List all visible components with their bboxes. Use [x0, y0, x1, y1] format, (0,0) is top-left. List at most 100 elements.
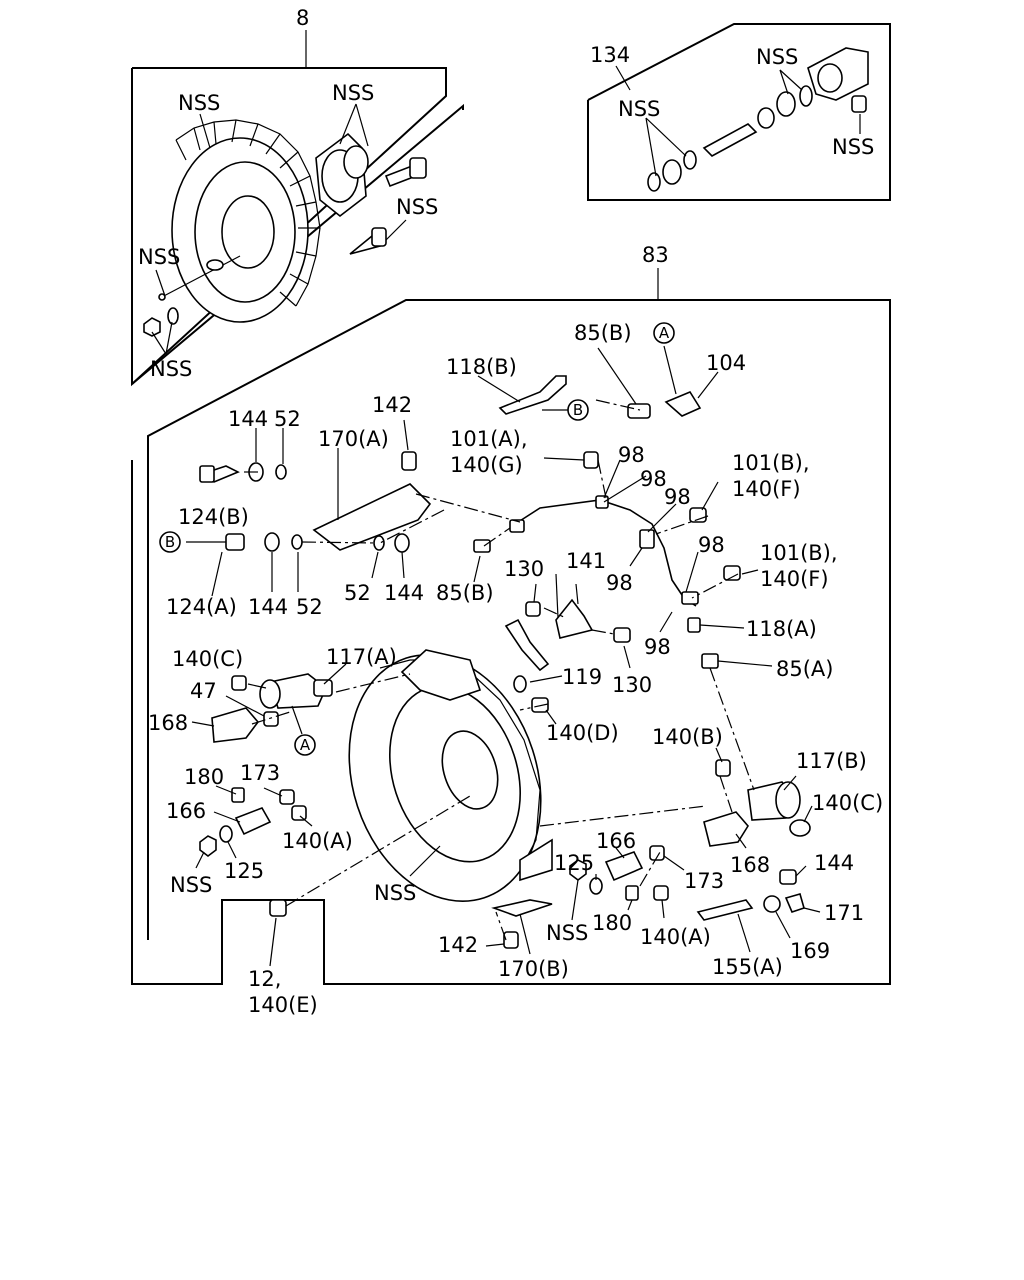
svg-text:12,: 12,	[248, 967, 281, 991]
bolt-47	[263, 711, 279, 727]
svg-text:118(B): 118(B)	[446, 355, 517, 379]
svg-text:140(C): 140(C)	[172, 647, 243, 671]
bolt-142-top	[401, 451, 417, 471]
washer-125-right	[589, 877, 603, 895]
svg-text:85(B): 85(B)	[436, 581, 494, 605]
nut-140c-right	[789, 819, 811, 837]
bracket-141	[555, 598, 594, 639]
leader-lines	[244, 399, 755, 941]
svg-text:52: 52	[274, 407, 301, 431]
nut-fan	[143, 307, 179, 337]
fitting-104	[664, 391, 702, 417]
svg-text:140(F): 140(F)	[732, 477, 801, 501]
svg-text:173: 173	[684, 869, 724, 893]
bolt-101a	[583, 451, 599, 469]
svg-text:NSS: NSS	[150, 357, 192, 381]
svg-text:140(A): 140(A)	[282, 829, 353, 853]
svg-text:141: 141	[566, 549, 606, 573]
svg-text:NSS: NSS	[396, 195, 438, 219]
svg-text:B: B	[573, 401, 583, 419]
pipe-118b	[498, 375, 567, 415]
svg-text:104: 104	[706, 351, 746, 375]
svg-text:101(B),: 101(B),	[760, 541, 838, 565]
svg-text:101(B),: 101(B),	[732, 451, 810, 475]
svg-text:142: 142	[372, 393, 412, 417]
svg-text:A: A	[659, 324, 670, 342]
svg-text:125: 125	[224, 859, 264, 883]
svg-text:130: 130	[504, 557, 544, 581]
svg-text:NSS: NSS	[178, 91, 220, 115]
washer-52-c	[373, 535, 385, 551]
svg-text:130: 130	[612, 673, 652, 697]
sensor-119	[504, 618, 550, 672]
hub-flange	[315, 132, 369, 218]
svg-text:118(A): 118(A)	[746, 617, 817, 641]
svg-text:124(B): 124(B)	[178, 505, 249, 529]
svg-text:98: 98	[644, 635, 671, 659]
svg-text:173: 173	[240, 761, 280, 785]
svg-text:47: 47	[190, 679, 217, 703]
fitting-85a	[701, 653, 719, 669]
bolt-173-right	[649, 845, 665, 861]
bracket-170a	[312, 483, 432, 551]
cover-168-left	[211, 707, 260, 743]
bolt-124b	[199, 465, 240, 483]
fitting-118a	[687, 617, 701, 633]
svg-text:98: 98	[606, 571, 633, 595]
cover-168-right	[703, 811, 749, 847]
svg-text:98: 98	[618, 443, 645, 467]
bolt-fan-2	[349, 227, 387, 255]
svg-text:144: 144	[248, 595, 288, 619]
nut-140c-left	[231, 675, 247, 691]
svg-text:52: 52	[344, 581, 371, 605]
svg-text:171: 171	[824, 901, 864, 925]
washer-125-left	[219, 825, 233, 843]
ref-circle-a-mid: A	[291, 705, 316, 756]
svg-text:52: 52	[296, 595, 323, 619]
svg-text:85(B): 85(B)	[574, 321, 632, 345]
washer-52-b	[291, 534, 303, 550]
label-83: 83	[642, 243, 669, 267]
svg-text:A: A	[300, 736, 311, 754]
label-leaders	[191, 345, 821, 967]
fitting-85b-top	[627, 403, 651, 419]
bolt-130-b	[613, 627, 631, 643]
svg-text:169: 169	[790, 939, 830, 963]
svg-text:117(B): 117(B)	[796, 749, 867, 773]
svg-text:140(A): 140(A)	[640, 925, 711, 949]
bolt-140d	[531, 697, 549, 713]
svg-text:140(E): 140(E)	[248, 993, 318, 1017]
clevis-166-right	[604, 851, 644, 882]
cylinder-117b	[747, 781, 801, 821]
svg-text:140(F): 140(F)	[760, 567, 829, 591]
bolt-140b	[715, 759, 731, 777]
washer-52-a	[275, 464, 287, 480]
part-labels: 8 134 83 NSS NSS NSS NSS NSS NSS NSS NSS…	[138, 6, 883, 1017]
svg-text:155(A): 155(A)	[712, 955, 783, 979]
svg-text:NSS: NSS	[332, 81, 374, 105]
svg-text:124(A): 124(A)	[166, 595, 237, 619]
svg-text:170(B): 170(B)	[498, 957, 569, 981]
svg-text:166: 166	[166, 799, 206, 823]
fitting-171	[784, 893, 805, 913]
shaft-assembly	[647, 47, 869, 192]
flywheel-housing	[348, 649, 553, 902]
label-134: 134	[590, 43, 630, 67]
svg-text:117(A): 117(A)	[326, 645, 397, 669]
svg-text:98: 98	[664, 485, 691, 509]
bolt-130-a	[525, 601, 541, 617]
svg-text:98: 98	[640, 467, 667, 491]
frame-134	[587, 23, 891, 201]
svg-text:170(A): 170(A)	[318, 427, 389, 451]
svg-text:140(B): 140(B)	[652, 725, 723, 749]
svg-text:168: 168	[148, 711, 188, 735]
svg-text:NSS: NSS	[170, 873, 212, 897]
ref-circle-b-top: B	[542, 399, 589, 421]
bolt-142-bottom	[503, 931, 519, 949]
frame-8	[131, 67, 447, 387]
svg-text:119: 119	[562, 665, 602, 689]
svg-text:B: B	[165, 533, 175, 551]
svg-text:NSS: NSS	[374, 881, 416, 905]
frame-83	[131, 299, 891, 985]
